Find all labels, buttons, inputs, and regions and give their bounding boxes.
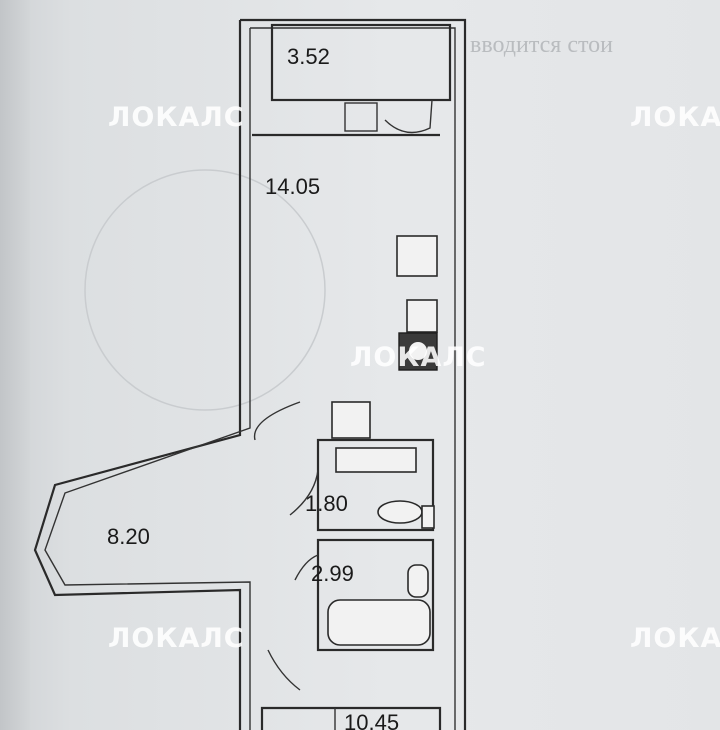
paper-edge	[0, 0, 30, 730]
room-area-label: 8.20	[107, 524, 150, 549]
toilet-room	[316, 438, 435, 532]
watermark-text: ЛОКАЛС	[630, 102, 720, 133]
kitchen-cabinet	[396, 235, 438, 277]
bathroom-sink-icon	[407, 564, 429, 598]
room-area-label: 2.99	[311, 561, 354, 586]
balcony-column	[344, 102, 378, 132]
outer-wall-inner-line	[44, 27, 456, 730]
stove-icon	[398, 332, 438, 371]
watermark-text: ЛОКАЛС	[350, 342, 487, 373]
room-door-swing	[267, 649, 301, 691]
room-area-label: 14.05	[265, 174, 320, 199]
background-stamp-circle	[84, 169, 326, 411]
room-area-label: 1.80	[305, 491, 348, 516]
washing-machine-icon	[335, 447, 417, 473]
balcony-door-swing	[384, 99, 433, 134]
toilet-icon	[377, 500, 423, 524]
watermark-text: ЛОКАЛС	[630, 623, 720, 654]
corridor-door-swing	[253, 401, 301, 441]
balcony-room	[270, 23, 452, 102]
bath-door-swing	[294, 554, 319, 581]
room-area-label: 10.45	[344, 710, 399, 730]
outer-wall	[33, 18, 467, 730]
washbasin-icon	[331, 401, 371, 439]
bathtub-icon	[327, 599, 431, 646]
watermark-text: ЛОКАЛС	[108, 102, 245, 133]
bedroom-wall	[260, 706, 442, 730]
background-print-text: вводится стои	[470, 32, 613, 58]
kitchen-sink	[406, 299, 438, 333]
watermark-text: ЛОКАЛС	[108, 623, 245, 654]
bathroom-room	[316, 538, 435, 652]
stove-burner-icon	[409, 342, 427, 360]
toilet-tank-icon	[421, 505, 435, 529]
toilet-door-swing	[289, 469, 319, 516]
room-area-label: 3.52	[287, 44, 330, 69]
